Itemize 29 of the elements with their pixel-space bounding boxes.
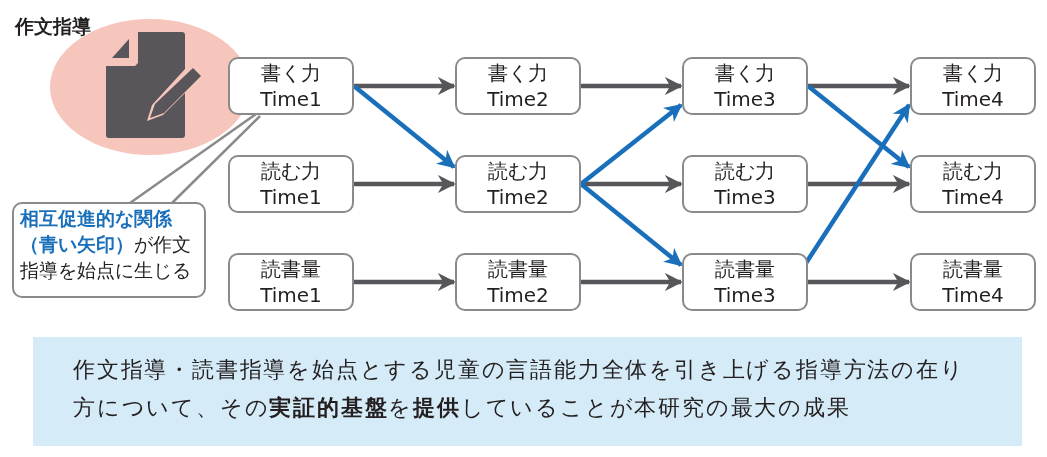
process-box: 書く力 Time3 bbox=[682, 57, 808, 115]
heading: 作文指導 bbox=[15, 14, 91, 39]
arrow bbox=[808, 77, 911, 95]
callout-box: 相互促進的な関係（青い矢印）が作文指導を始点に生じる bbox=[12, 202, 206, 298]
arrow bbox=[806, 84, 911, 169]
process-box: 読む力 Time1 bbox=[228, 155, 354, 213]
arrow bbox=[352, 84, 456, 169]
process-box: 書く力 Time1 bbox=[228, 57, 354, 115]
arrow bbox=[354, 175, 456, 193]
arrow bbox=[808, 175, 911, 193]
process-box: 読む力 Time2 bbox=[455, 155, 581, 213]
arrow bbox=[581, 273, 683, 291]
arrow bbox=[354, 273, 456, 291]
arrow bbox=[579, 182, 683, 267]
arrow bbox=[808, 273, 911, 291]
arrow bbox=[581, 77, 683, 95]
process-box: 読書量 Time2 bbox=[455, 253, 581, 311]
arrow bbox=[804, 103, 911, 265]
process-box: 読む力 Time3 bbox=[682, 155, 808, 213]
leader-line bbox=[129, 112, 257, 205]
process-box: 読書量 Time4 bbox=[910, 253, 1036, 311]
process-box: 書く力 Time2 bbox=[455, 57, 581, 115]
arrow bbox=[354, 77, 456, 95]
process-box: 読書量 Time1 bbox=[228, 253, 354, 311]
arrow bbox=[579, 103, 683, 186]
conclusion-panel: 作文指導・読書指導を始点とする児童の言語能力全体を引き上げる指導方法の在り方について、その実証的基盤を提供していることが本研究の最大の成果 bbox=[33, 337, 1022, 446]
process-box: 読書量 Time3 bbox=[682, 253, 808, 311]
process-box: 読む力 Time4 bbox=[910, 155, 1036, 213]
process-box: 書く力 Time4 bbox=[910, 57, 1036, 115]
